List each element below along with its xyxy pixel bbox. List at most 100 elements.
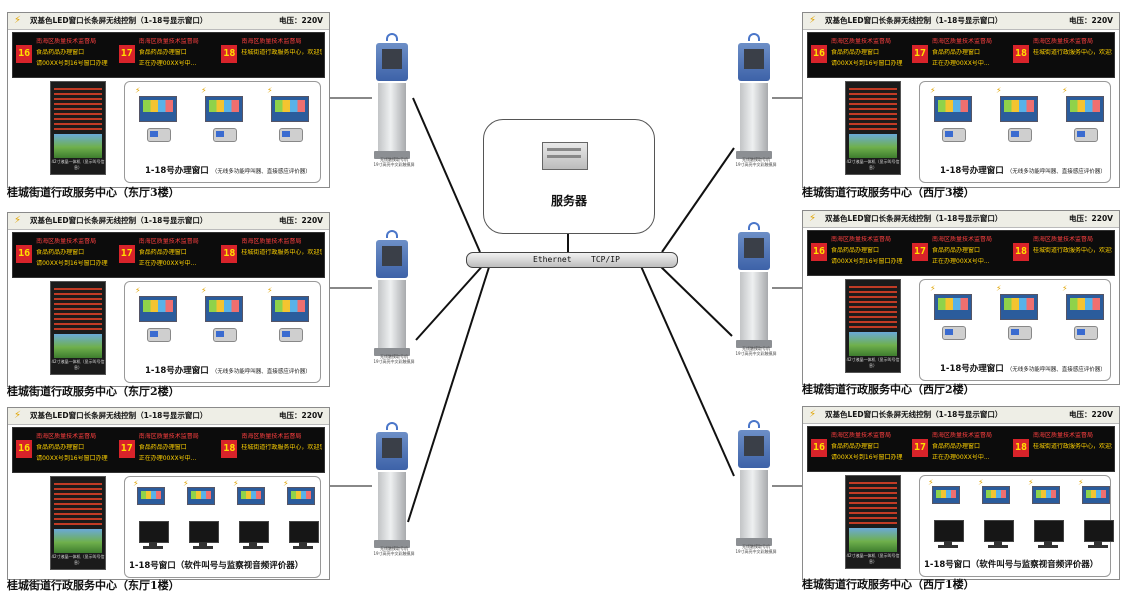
ticket-kiosk-icon: 无线触摸取号机 19寸高亮中文彩触摸屏 (734, 420, 777, 554)
wifi-icon (386, 33, 398, 41)
panel-title: 双基色LED窗口长条屏无线控制（1-18号显示窗口） (30, 216, 208, 225)
window-devices-group: ⚡⚡⚡1-18号办理窗口 （无线多功能呼叫器、直接感应评价器） (919, 81, 1111, 183)
caller-pager-icon (1008, 326, 1032, 340)
led-line-2: 桂城街道行政服务中心，欢迎您！ (1033, 247, 1112, 254)
monitor-icon (289, 521, 319, 551)
panel-header: ⚡双基色LED窗口长条屏无线控制（1-18号显示窗口）电压：220V (8, 13, 329, 30)
window-number: 18 (1013, 243, 1030, 261)
voltage-label: 电压：220V (279, 411, 323, 420)
lightning-icon: ⚡ (809, 213, 817, 224)
kiosk-caption: 无线触摸取号机 19寸高亮中文彩触摸屏 (373, 354, 415, 364)
window-number: 17 (912, 439, 929, 457)
window-number: 16 (16, 245, 33, 263)
window-devices-group: ⚡⚡⚡⚡1-18号窗口（软件叫号与监察视音频评价器） (124, 476, 321, 578)
window-number: 17 (912, 45, 929, 63)
floor-caption: 桂城街道行政服务中心（东厅2楼） (7, 385, 180, 398)
terminal-icon: ⚡ (233, 479, 277, 509)
window-number: 18 (1013, 45, 1030, 63)
led-line-3: 正在办理00XX号中... (138, 455, 197, 462)
panel-header: ⚡双基色LED窗口长条屏无线控制（1-18号显示窗口）电压：220V (8, 408, 329, 425)
caller-pager-icon (279, 128, 303, 142)
monitor-icon (189, 521, 219, 551)
led-line-3: 请00XX号到16号窗口办理 (831, 454, 903, 461)
lightning-icon: ⚡ (14, 410, 22, 421)
led-line-2: 桂城街道行政服务中心，欢迎您！ (241, 49, 322, 56)
voltage-label: 电压：220V (1069, 410, 1113, 419)
panel-header: ⚡ 双基色LED窗口长条屏无线控制（1-18号显示窗口） 电压：220V (803, 407, 1119, 424)
touch-panel-icon: ⚡ (135, 286, 183, 346)
led-line-1: 南海区质量技术监督局 (932, 38, 993, 45)
floor-caption: 桂城街道行政服务中心（西厅1楼） (802, 578, 975, 591)
led-line-2: 桂城街道行政服务中心，欢迎您！ (1033, 443, 1112, 450)
led-line-2: 食品药品办理窗口 (831, 247, 880, 254)
floor-caption: 桂城街道行政服务中心（西厅2楼） (802, 383, 975, 396)
lcd-display-icon: 42寸液晶一体机（显示叫号信息） (50, 476, 106, 570)
lcd-display-icon: 42寸液晶一体机（显示叫号信息） (845, 81, 901, 175)
server-group: 服务器 (483, 119, 655, 234)
lightning-icon: ⚡ (14, 15, 22, 26)
terminal-icon: ⚡ (1028, 478, 1072, 508)
window-label: 1-18号窗口（软件叫号与监察视音频评价器） (129, 561, 304, 571)
kiosk-caption: 无线触摸取号机 19寸高亮中文彩触摸屏 (373, 157, 415, 167)
panel-header: ⚡双基色LED窗口长条屏无线控制（1-18号显示窗口）电压：220V (803, 211, 1119, 228)
led-line-1: 南海区质量技术监督局 (831, 432, 892, 439)
led-line-2: 桂城街道行政服务中心，欢迎您！ (241, 249, 322, 256)
window-note: （无线多功能呼叫器、直接感应评价器） (211, 369, 311, 375)
led-line-2: 食品药品办理窗口 (932, 49, 981, 56)
led-line-1: 南海区质量技术监督局 (932, 236, 993, 243)
led-line-2: 食品药品办理窗口 (36, 444, 85, 451)
ticket-kiosk-icon: 无线触摸取号机 19寸高亮中文彩触摸屏 (372, 230, 415, 364)
monitor-icon (1084, 520, 1114, 550)
window-number: 18 (221, 245, 238, 263)
caller-pager-icon (147, 128, 171, 142)
floor-caption: 桂城街道行政服务中心（东厅1楼） (7, 579, 180, 592)
led-line-2: 食品药品办理窗口 (831, 443, 880, 450)
led-line-3: 正在办理00XX号中... (138, 260, 197, 267)
wifi-icon (748, 33, 760, 41)
window-devices-group: ⚡⚡⚡1-18号办理窗口 （无线多功能呼叫器、直接感应评价器） (124, 81, 321, 183)
touch-panel-icon: ⚡ (135, 86, 183, 146)
panel-title: 双基色LED窗口长条屏无线控制（1-18号显示窗口） (825, 410, 1003, 419)
caller-pager-icon (279, 328, 303, 342)
touch-panel-icon: ⚡ (996, 86, 1044, 146)
window-number: 17 (118, 440, 135, 458)
lcd-caption: 42寸液晶一体机（显示叫号信息） (846, 357, 900, 368)
ticket-kiosk-icon: 无线触摸取号机 19寸高亮中文彩触摸屏 (372, 422, 415, 556)
monitor-icon (239, 521, 269, 551)
kiosk-caption: 无线触摸取号机 19寸高亮中文彩触摸屏 (735, 544, 777, 554)
lightning-icon: ⚡ (809, 15, 817, 26)
voltage-label: 电压：220V (279, 16, 323, 25)
window-label: 1-18号办理窗口 （无线多功能呼叫器、直接感应评价器） (940, 166, 1106, 176)
led-line-1: 南海区质量技术监督局 (138, 238, 199, 245)
window-number: 16 (16, 440, 33, 458)
window-number: 16 (811, 439, 828, 457)
led-line-2: 食品药品办理窗口 (138, 444, 187, 451)
panel-header: ⚡双基色LED窗口长条屏无线控制（1-18号显示窗口）电压：220V (8, 213, 329, 230)
caller-pager-icon (213, 128, 237, 142)
led-line-2: 食品药品办理窗口 (36, 249, 85, 256)
lcd-caption: 42寸液晶一体机（显示叫号信息） (51, 554, 105, 565)
ethernet-label: Ethernet (533, 255, 572, 264)
caller-pager-icon (147, 328, 171, 342)
lightning-icon: ⚡ (809, 409, 817, 420)
led-line-3: 正在办理00XX号中... (138, 60, 197, 67)
lcd-display-icon: 42寸液晶一体机（显示叫号信息） (50, 81, 106, 175)
window-number: 18 (1013, 439, 1030, 457)
led-line-3: 请00XX号到16号窗口办理 (36, 60, 108, 67)
caller-pager-icon (942, 326, 966, 340)
led-line-1: 南海区质量技术监督局 (36, 38, 97, 45)
wifi-icon (748, 222, 760, 230)
